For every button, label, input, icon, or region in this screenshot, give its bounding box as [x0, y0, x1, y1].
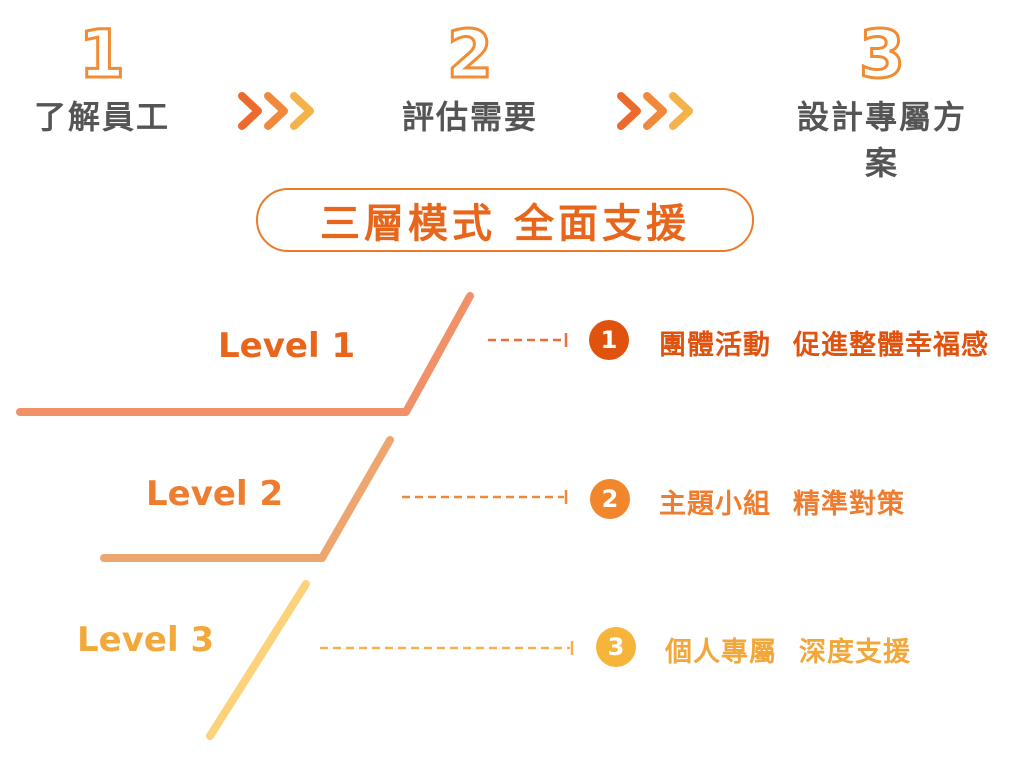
level-2-line	[100, 436, 394, 562]
level-1-badge: 1	[589, 320, 629, 360]
level-3-desc-b: 深度支援	[799, 637, 911, 668]
page-title: 三層模式 全面支援	[320, 201, 690, 247]
step-3-number: 3	[858, 16, 907, 93]
dashed-arrow-icon	[320, 641, 574, 655]
chevron-right-icon	[238, 92, 314, 130]
level-3-line	[206, 580, 310, 740]
dashed-arrow-icon	[488, 333, 568, 347]
level-2-badge: 2	[590, 479, 630, 519]
level-3-badge: 3	[596, 627, 636, 667]
level-1-description: 團體活動促進整體幸福感	[659, 323, 989, 362]
step-3-label: 設計專屬方案	[796, 98, 967, 182]
step-1: 1 了解員工	[2, 16, 202, 138]
level-3-description: 個人專屬深度支援	[665, 630, 911, 669]
level-2-description: 主題小組精準對策	[659, 482, 905, 521]
step-1-label: 了解員工	[33, 98, 170, 136]
level-1-desc-a: 團體活動	[659, 330, 771, 361]
level-3-desc-a: 個人專屬	[665, 637, 777, 668]
dashed-arrow-icon	[402, 490, 568, 504]
level-1-label: Level 1	[218, 326, 356, 366]
step-2-label: 評估需要	[401, 98, 538, 136]
chevron-right-icon	[617, 92, 693, 130]
level-2-desc-b: 精準對策	[793, 489, 905, 520]
level-2-label: Level 2	[146, 474, 284, 514]
level-2-desc-a: 主題小組	[659, 489, 771, 520]
step-3: 3 設計專屬方案	[782, 16, 982, 184]
level-1-line	[16, 292, 474, 416]
level-1-desc-b: 促進整體幸福感	[793, 330, 989, 361]
step-2-number: 2	[446, 16, 495, 93]
title-pill: 三層模式 全面支援	[256, 188, 754, 252]
step-2: 2 評估需要	[370, 16, 570, 138]
step-1-number: 1	[78, 16, 127, 93]
level-3-label: Level 3	[77, 620, 215, 660]
